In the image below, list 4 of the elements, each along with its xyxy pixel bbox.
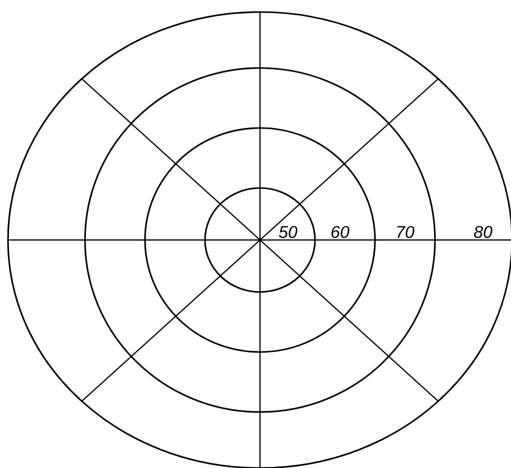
ring-label: 60 [330, 225, 350, 238]
ring-label: 50 [278, 225, 298, 238]
ring-label: 80 [473, 225, 493, 238]
ring-label: 70 [395, 225, 415, 238]
